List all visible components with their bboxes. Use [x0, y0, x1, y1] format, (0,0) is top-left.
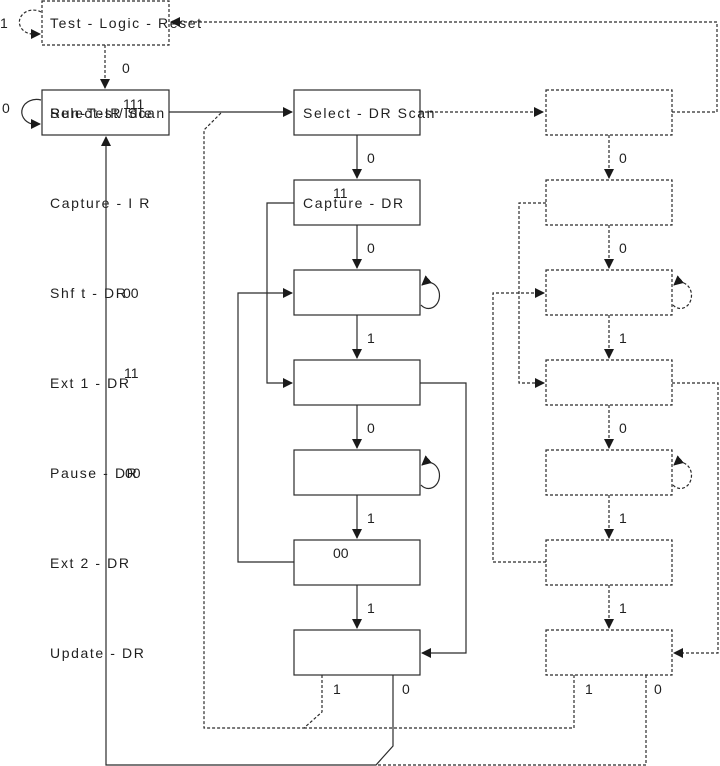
edge-label-ir-shift-to-exit1: 1	[619, 330, 627, 346]
state-pause-ir[interactable]	[545, 449, 673, 496]
label-capture-ir: Capture - I R	[50, 195, 151, 211]
edge-label-ir-exit2-to-update: 1	[619, 600, 627, 616]
state-exit1-dr[interactable]	[293, 359, 421, 406]
edge-label-ir-exit1-to-pause: 0	[619, 420, 627, 436]
label-update-dr: Update - DR	[50, 645, 145, 661]
state-pause-dr[interactable]	[293, 449, 421, 496]
edge-label-exit2-to-update: 1	[367, 600, 375, 616]
state-shift-ir[interactable]	[545, 269, 673, 316]
state-shift-dr[interactable]	[293, 269, 421, 316]
edge-label-tlr-to-rti: 0	[122, 60, 130, 76]
edge-label-rti-overlay: 111	[123, 96, 144, 112]
state-capture-dr[interactable]	[293, 179, 421, 226]
state-update-dr[interactable]	[293, 629, 421, 676]
state-label-capture-dr: Capture - DR	[303, 195, 405, 211]
edge-label-exit2-overlay: 00	[333, 545, 349, 561]
label-exit1-dr: Ext 1 - DR	[50, 375, 131, 391]
edge-label-ir-update-0: 0	[654, 681, 662, 697]
edge-pause-ir-self-loop	[672, 455, 693, 490]
edge-shift-dr-self-loop	[420, 275, 441, 310]
state-label-select-ir-scan: Select-IR Scan	[50, 105, 166, 121]
state-capture-ir[interactable]	[545, 179, 673, 226]
edge-pause-dr-self-loop	[420, 455, 441, 490]
state-run-test-idle[interactable]	[41, 89, 170, 136]
edge-label-exit1-to-pause: 0	[367, 420, 375, 436]
edge-label-update-0: 0	[402, 681, 410, 697]
edge-label-shift-left-overlay: 00	[123, 285, 139, 301]
edge-update-ir-to-rti	[376, 675, 647, 766]
edge-label-cdr-to-shift: 0	[367, 240, 375, 256]
edge-label-update-1: 1	[333, 681, 341, 697]
label-pause-dr: Pause - DR	[50, 465, 138, 481]
edge-label-rti-self: 0	[2, 100, 10, 116]
state-select-ir-scan[interactable]	[545, 89, 673, 136]
edge-label-exit1-left-overlay: 11	[124, 365, 139, 381]
edge-update-ir-to-select-dr	[304, 675, 575, 729]
edge-label-ir-update-1: 1	[585, 681, 593, 697]
edge-label-sdr-to-cdr: 0	[367, 150, 375, 166]
edge-label-ir-cap-to-shift: 0	[619, 240, 627, 256]
edge-shift-ir-self-loop	[672, 275, 693, 310]
edge-label-cdr-overlay: 11	[333, 185, 348, 201]
edge-label-shift-to-exit1: 1	[367, 330, 375, 346]
edge-update-dr-to-rti	[101, 136, 394, 766]
edge-exit2-dr-to-shift-dr	[237, 288, 294, 563]
label-exit2-dr: Ext 2 - DR	[50, 555, 131, 571]
edge-tlr-self-loop	[18, 9, 42, 39]
edge-select-ir-to-tlr	[170, 17, 718, 113]
state-label-test-logic-reset: Test - Logic - Reset	[50, 15, 203, 31]
state-test-logic-reset[interactable]	[41, 0, 170, 46]
label-shift-dr: Shf t - DR	[50, 285, 127, 301]
edge-update-dr-to-select-dr	[203, 111, 323, 729]
edge-label-tlr-self: 1	[0, 15, 8, 31]
state-label-run-test-idle: Run-Test/Idle	[50, 105, 153, 121]
edge-label-pause-left-overlay: 00	[125, 465, 141, 481]
edge-label-ir-sel-to-cap: 0	[619, 150, 627, 166]
state-exit1-ir[interactable]	[545, 359, 673, 406]
edge-label-ir-pause-to-exit2: 1	[619, 510, 627, 526]
state-label-select-dr-scan: Select - DR Scan	[303, 105, 436, 121]
edge-rti-self-loop	[21, 98, 42, 129]
state-exit2-ir[interactable]	[545, 539, 673, 586]
state-exit2-dr[interactable]	[293, 539, 421, 586]
edge-exit2-ir-to-shift-ir	[492, 288, 546, 563]
edge-exit1-dr-to-update-dr	[420, 382, 467, 658]
state-update-ir[interactable]	[545, 629, 673, 676]
edge-label-pause-to-exit2: 1	[367, 510, 375, 526]
edge-exit1-ir-to-update-ir	[672, 382, 719, 658]
